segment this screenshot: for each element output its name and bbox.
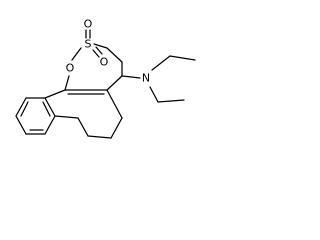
bond — [71, 47, 82, 61]
bond — [121, 75, 141, 79]
bond — [169, 55, 196, 61]
bond — [15, 97, 27, 117]
bond — [151, 55, 171, 71]
bond — [44, 97, 56, 117]
bond — [44, 89, 66, 99]
bond — [106, 47, 123, 63]
bond — [149, 86, 159, 103]
atom-label-sulfonyl-oxygen: O — [100, 56, 109, 69]
benzene-ring — [15, 97, 56, 135]
atom-label-amine-nitrogen: N — [142, 72, 150, 85]
double-bond-inner — [42, 101, 51, 117]
atom-label-sulfur: S — [85, 38, 92, 51]
atom-label-sulfonyl-oxygen: O — [84, 18, 93, 31]
bond — [157, 99, 185, 103]
atom-label-ring-oxygen: O — [66, 62, 75, 75]
bond — [15, 115, 27, 135]
sulfonyl-double-bond — [95, 46, 103, 55]
chemical-structure-diagram: O S O O N — [15, 18, 196, 139]
bond — [54, 115, 79, 119]
bond — [106, 75, 123, 91]
bond — [110, 117, 123, 139]
bond — [77, 117, 89, 137]
bond — [87, 135, 112, 139]
oxathiane-ring — [64, 29, 123, 91]
diethylamino-group — [121, 55, 196, 103]
bond — [44, 115, 56, 135]
sulfonyl-double-bond — [92, 49, 100, 58]
cycloheptene-ring — [44, 89, 123, 139]
double-bond-inner — [20, 101, 29, 117]
bond — [93, 43, 108, 49]
bond — [64, 75, 70, 91]
bond — [106, 89, 123, 119]
